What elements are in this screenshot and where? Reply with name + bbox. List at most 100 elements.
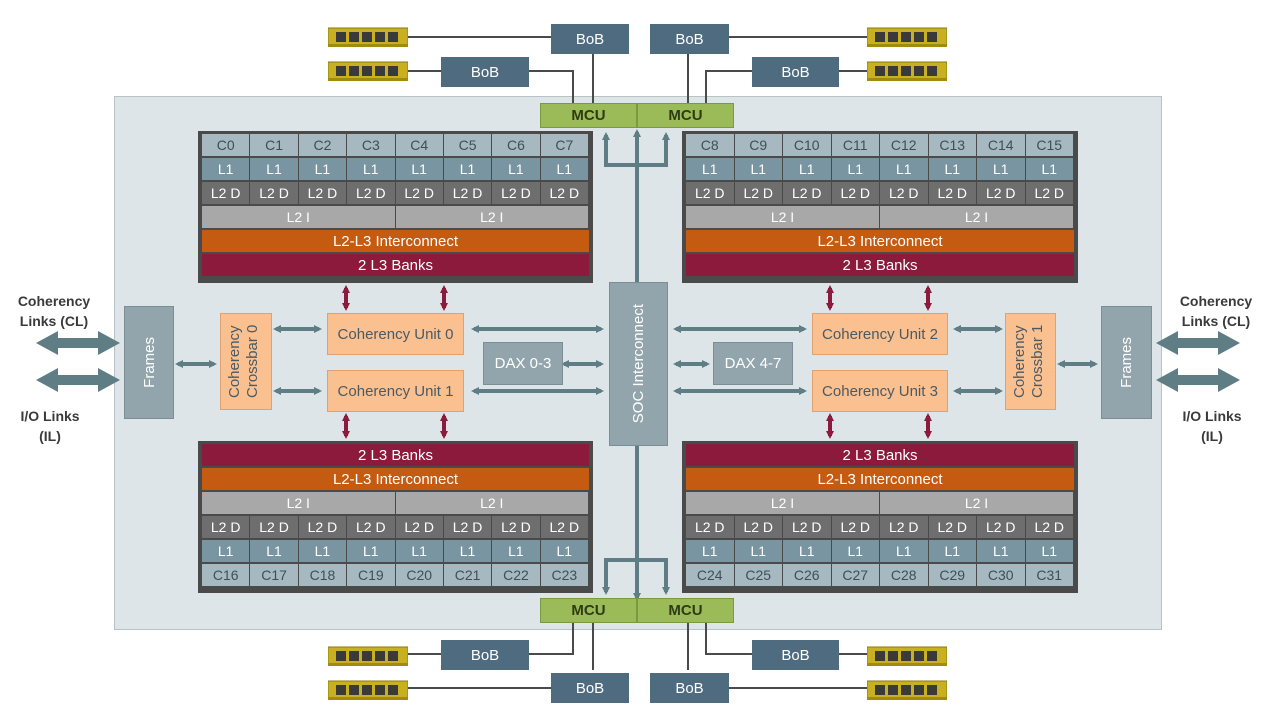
core-label: C3 <box>347 134 395 156</box>
coherency-unit-2: Coherency Unit 2 <box>812 313 948 355</box>
l2-l3-interconnect: L2-L3 Interconnect <box>202 468 589 490</box>
core-label: C2 <box>298 134 347 156</box>
l3-coherency-arrows <box>342 285 932 439</box>
l2d-cache: L2 D <box>443 516 492 538</box>
dimm-icon <box>867 646 947 666</box>
bob-bottom-4: BoB <box>650 673 729 703</box>
l2d-cache: L2 D <box>540 516 588 538</box>
l1-cache: L1 <box>298 158 347 180</box>
horizontal-arrows <box>175 325 1098 395</box>
l2d-cache: L2 D <box>831 516 879 538</box>
core-label: C9 <box>734 134 782 156</box>
coherency-unit-1: Coherency Unit 1 <box>327 370 464 412</box>
l1-cache: L1 <box>880 158 928 180</box>
l1-cache: L1 <box>443 158 492 180</box>
l1-cache: L1 <box>977 158 1025 180</box>
core-label: C20 <box>395 564 443 586</box>
frames-right-label: Frames <box>1118 337 1135 388</box>
l2d-cache: L2 D <box>395 182 443 204</box>
l1-cache: L1 <box>298 540 347 562</box>
l2d-cache: L2 D <box>202 516 250 538</box>
l3-banks: 2 L3 Banks <box>686 444 1074 466</box>
coherency-unit-3: Coherency Unit 3 <box>812 370 948 412</box>
l1-cache: L1 <box>540 158 588 180</box>
l1-cache: L1 <box>783 158 831 180</box>
dimm-icon <box>328 27 408 47</box>
l2d-cache: L2 D <box>347 182 395 204</box>
dimm-icon <box>867 61 947 81</box>
l2d-cache: L2 D <box>831 182 879 204</box>
l1-cache: L1 <box>977 540 1025 562</box>
soc-interconnect-label: SOC Interconnect <box>630 304 647 424</box>
l1-cache: L1 <box>686 158 734 180</box>
l2d-cache: L2 D <box>298 516 347 538</box>
io-links-label-left: I/O Links (IL) <box>20 408 80 444</box>
l2d-cache: L2 D <box>880 182 928 204</box>
core-label: C7 <box>540 134 588 156</box>
dimm-icon <box>867 27 947 47</box>
l2d-cache: L2 D <box>1025 182 1073 204</box>
mcu-top-right: MCU <box>637 103 734 128</box>
external-link-arrows <box>36 331 1240 392</box>
l2-l3-interconnect: L2-L3 Interconnect <box>686 230 1074 252</box>
core-label: C29 <box>928 564 976 586</box>
core-label: C8 <box>686 134 734 156</box>
l1-cache: L1 <box>492 540 540 562</box>
l2d-cache: L2 D <box>977 182 1025 204</box>
l1-cache: L1 <box>928 158 976 180</box>
coherency-unit-0: Coherency Unit 0 <box>327 313 464 355</box>
bob-bottom-1: BoB <box>441 640 529 670</box>
l2i-cache: L2 I <box>202 206 395 228</box>
l2i-cache: L2 I <box>880 492 1073 514</box>
core-label: C31 <box>1025 564 1073 586</box>
l2i-cache: L2 I <box>395 206 588 228</box>
l2i-cache: L2 I <box>202 492 395 514</box>
bob-top-4: BoB <box>752 57 839 87</box>
l2d-cache: L2 D <box>734 182 782 204</box>
l1-cache: L1 <box>831 540 879 562</box>
dimm-icon <box>328 646 408 666</box>
core-label: C15 <box>1025 134 1073 156</box>
l1-cache: L1 <box>540 540 588 562</box>
core-label: C1 <box>250 134 298 156</box>
bob-top-3: BoB <box>650 24 729 54</box>
l1-cache: L1 <box>347 158 395 180</box>
bob-bottom-2: BoB <box>551 673 629 703</box>
l1-cache: L1 <box>250 158 298 180</box>
frames-left-label: Frames <box>140 337 158 388</box>
l2d-cache: L2 D <box>395 516 443 538</box>
coherency-links-label-right: Coherency Links (CL) <box>1179 293 1253 329</box>
l2d-cache: L2 D <box>347 516 395 538</box>
l2-l3-interconnect: L2-L3 Interconnect <box>686 468 1074 490</box>
core-label: C24 <box>686 564 734 586</box>
l2i-cache: L2 I <box>880 206 1073 228</box>
dimm-icon <box>867 680 947 700</box>
core-label: C0 <box>202 134 250 156</box>
core-label: C27 <box>831 564 879 586</box>
dax-left: DAX 0-3 <box>483 342 563 385</box>
l2d-cache: L2 D <box>1025 516 1073 538</box>
frames-left: Frames <box>124 306 174 419</box>
core-label: C18 <box>298 564 347 586</box>
l3-banks: 2 L3 Banks <box>202 254 589 276</box>
soc-mcu-arrows <box>602 129 670 601</box>
coherency-crossbar-0: Coherency Crossbar 0 <box>220 313 272 410</box>
coherency-crossbar-1: Coherency Crossbar 1 <box>1005 313 1056 410</box>
l1-cache: L1 <box>492 158 540 180</box>
l1-cache: L1 <box>1025 540 1073 562</box>
l2i-cache: L2 I <box>686 206 879 228</box>
core-label: C14 <box>977 134 1025 156</box>
mcu-top-left: MCU <box>540 103 637 128</box>
core-label: C13 <box>928 134 976 156</box>
l3-banks: 2 L3 Banks <box>202 444 589 466</box>
l2d-cache: L2 D <box>928 182 976 204</box>
l1-cache: L1 <box>686 540 734 562</box>
l2d-cache: L2 D <box>202 182 250 204</box>
l2d-cache: L2 D <box>686 182 734 204</box>
l1-cache: L1 <box>202 158 250 180</box>
